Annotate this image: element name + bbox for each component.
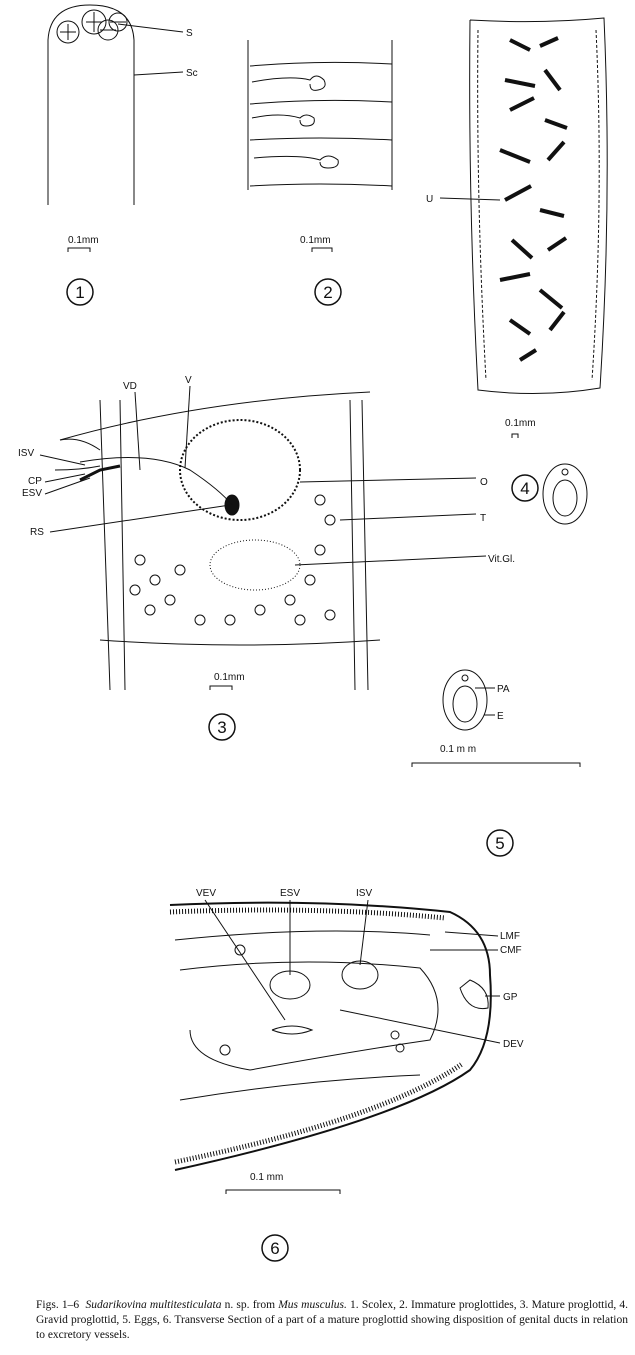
figure-4-gravid-proglottid: U 0.1mm 4 [426, 17, 608, 502]
label-esv: ESV [22, 488, 42, 499]
figure-6-transverse-section: VEV ESV ISV LMF CMF GP DEV 0.1 mm 6 [169, 888, 524, 1262]
egg [542, 463, 588, 525]
scale-bar [411, 762, 581, 767]
label-isv: ISV [356, 888, 372, 899]
label-cmf: CMF [500, 945, 522, 956]
figure-number-circle [261, 1234, 289, 1262]
scale-label: 0.1 mm [250, 1172, 283, 1183]
figure-number: 3 [217, 718, 226, 737]
caption-mid: n. sp. from [221, 1299, 279, 1311]
figure-number: 2 [323, 283, 332, 302]
figure-number-circle [314, 278, 342, 306]
label-e: E [497, 711, 504, 722]
ovary [179, 419, 301, 521]
egg [442, 669, 488, 731]
figure-number: 6 [270, 1239, 279, 1258]
scale-label: 0.1 m m [440, 744, 476, 755]
caption-rest: 1. Scolex, 2. Immature proglottides, 3. … [36, 1299, 628, 1341]
figure-number: 5 [495, 834, 504, 853]
genital-pore [459, 979, 489, 1010]
figure-number-circle [208, 713, 236, 741]
leader-u [439, 197, 501, 201]
figure-1-scolex: S Sc 0.1mm 1 [47, 4, 198, 306]
label-cp: CP [28, 476, 42, 487]
scale-bar [311, 247, 333, 252]
figure-3-mature-proglottid: VD V ISV CP ESV RS O T Vit.Gl. 0.1mm 3 [18, 375, 515, 741]
scale-label: 0.1mm [300, 235, 331, 246]
label-sc: Sc [186, 68, 198, 79]
label-v: V [185, 375, 192, 386]
figure-5-eggs: PA E 0.1 m m 5 [411, 463, 588, 857]
label-isv: ISV [18, 448, 34, 459]
label-t: T [480, 513, 486, 524]
scale-label: 0.1mm [214, 672, 245, 683]
internal-seminal-vesicle [341, 960, 379, 990]
scale-bar [209, 685, 233, 690]
figure-number-circle [511, 474, 539, 502]
label-lmf: LMF [500, 931, 520, 942]
label-gp: GP [503, 992, 518, 1003]
scale-bar [67, 247, 91, 252]
label-vd: VD [123, 381, 137, 392]
leader-sc [133, 71, 184, 76]
leader-s [117, 23, 184, 33]
scale-bar [225, 1189, 341, 1194]
label-u: U [426, 194, 433, 205]
figure-number-circle [66, 278, 94, 306]
label-pa: PA [497, 684, 510, 695]
figure-caption: Figs. 1–6 Sudarikovina multitesticulata … [36, 1298, 628, 1343]
uterus [499, 36, 568, 362]
label-o: O [480, 477, 488, 488]
figure-number: 1 [75, 283, 84, 302]
caption-prefix: Figs. 1–6 [36, 1299, 80, 1311]
label-s: S [186, 28, 193, 39]
ventral-excretory-vessel [271, 1025, 314, 1035]
label-vit-gl: Vit.Gl. [488, 554, 515, 565]
figure-2-proglottides: 0.1mm 2 [247, 40, 393, 306]
seminal-vesicle [79, 464, 121, 482]
scale-label: 0.1mm [68, 235, 99, 246]
label-esv: ESV [280, 888, 300, 899]
scale-label: 0.1mm [505, 418, 536, 429]
figure-number: 4 [520, 479, 529, 498]
testes [129, 494, 336, 626]
proglottid-outline [469, 17, 608, 395]
figure-number-circle [486, 829, 514, 857]
caption-species: Sudarikovina multitesticulata [85, 1299, 222, 1311]
scolex-outline [47, 4, 135, 205]
vitelline-gland [209, 539, 301, 591]
tegument [169, 901, 492, 1171]
label-vev: VEV [196, 888, 216, 899]
suckers [56, 9, 128, 44]
external-seminal-vesicle [269, 970, 311, 1000]
scale-bar [511, 433, 519, 438]
caption-host: Mus musculus. [278, 1299, 347, 1311]
label-rs: RS [30, 527, 44, 538]
label-dev: DEV [503, 1039, 524, 1050]
